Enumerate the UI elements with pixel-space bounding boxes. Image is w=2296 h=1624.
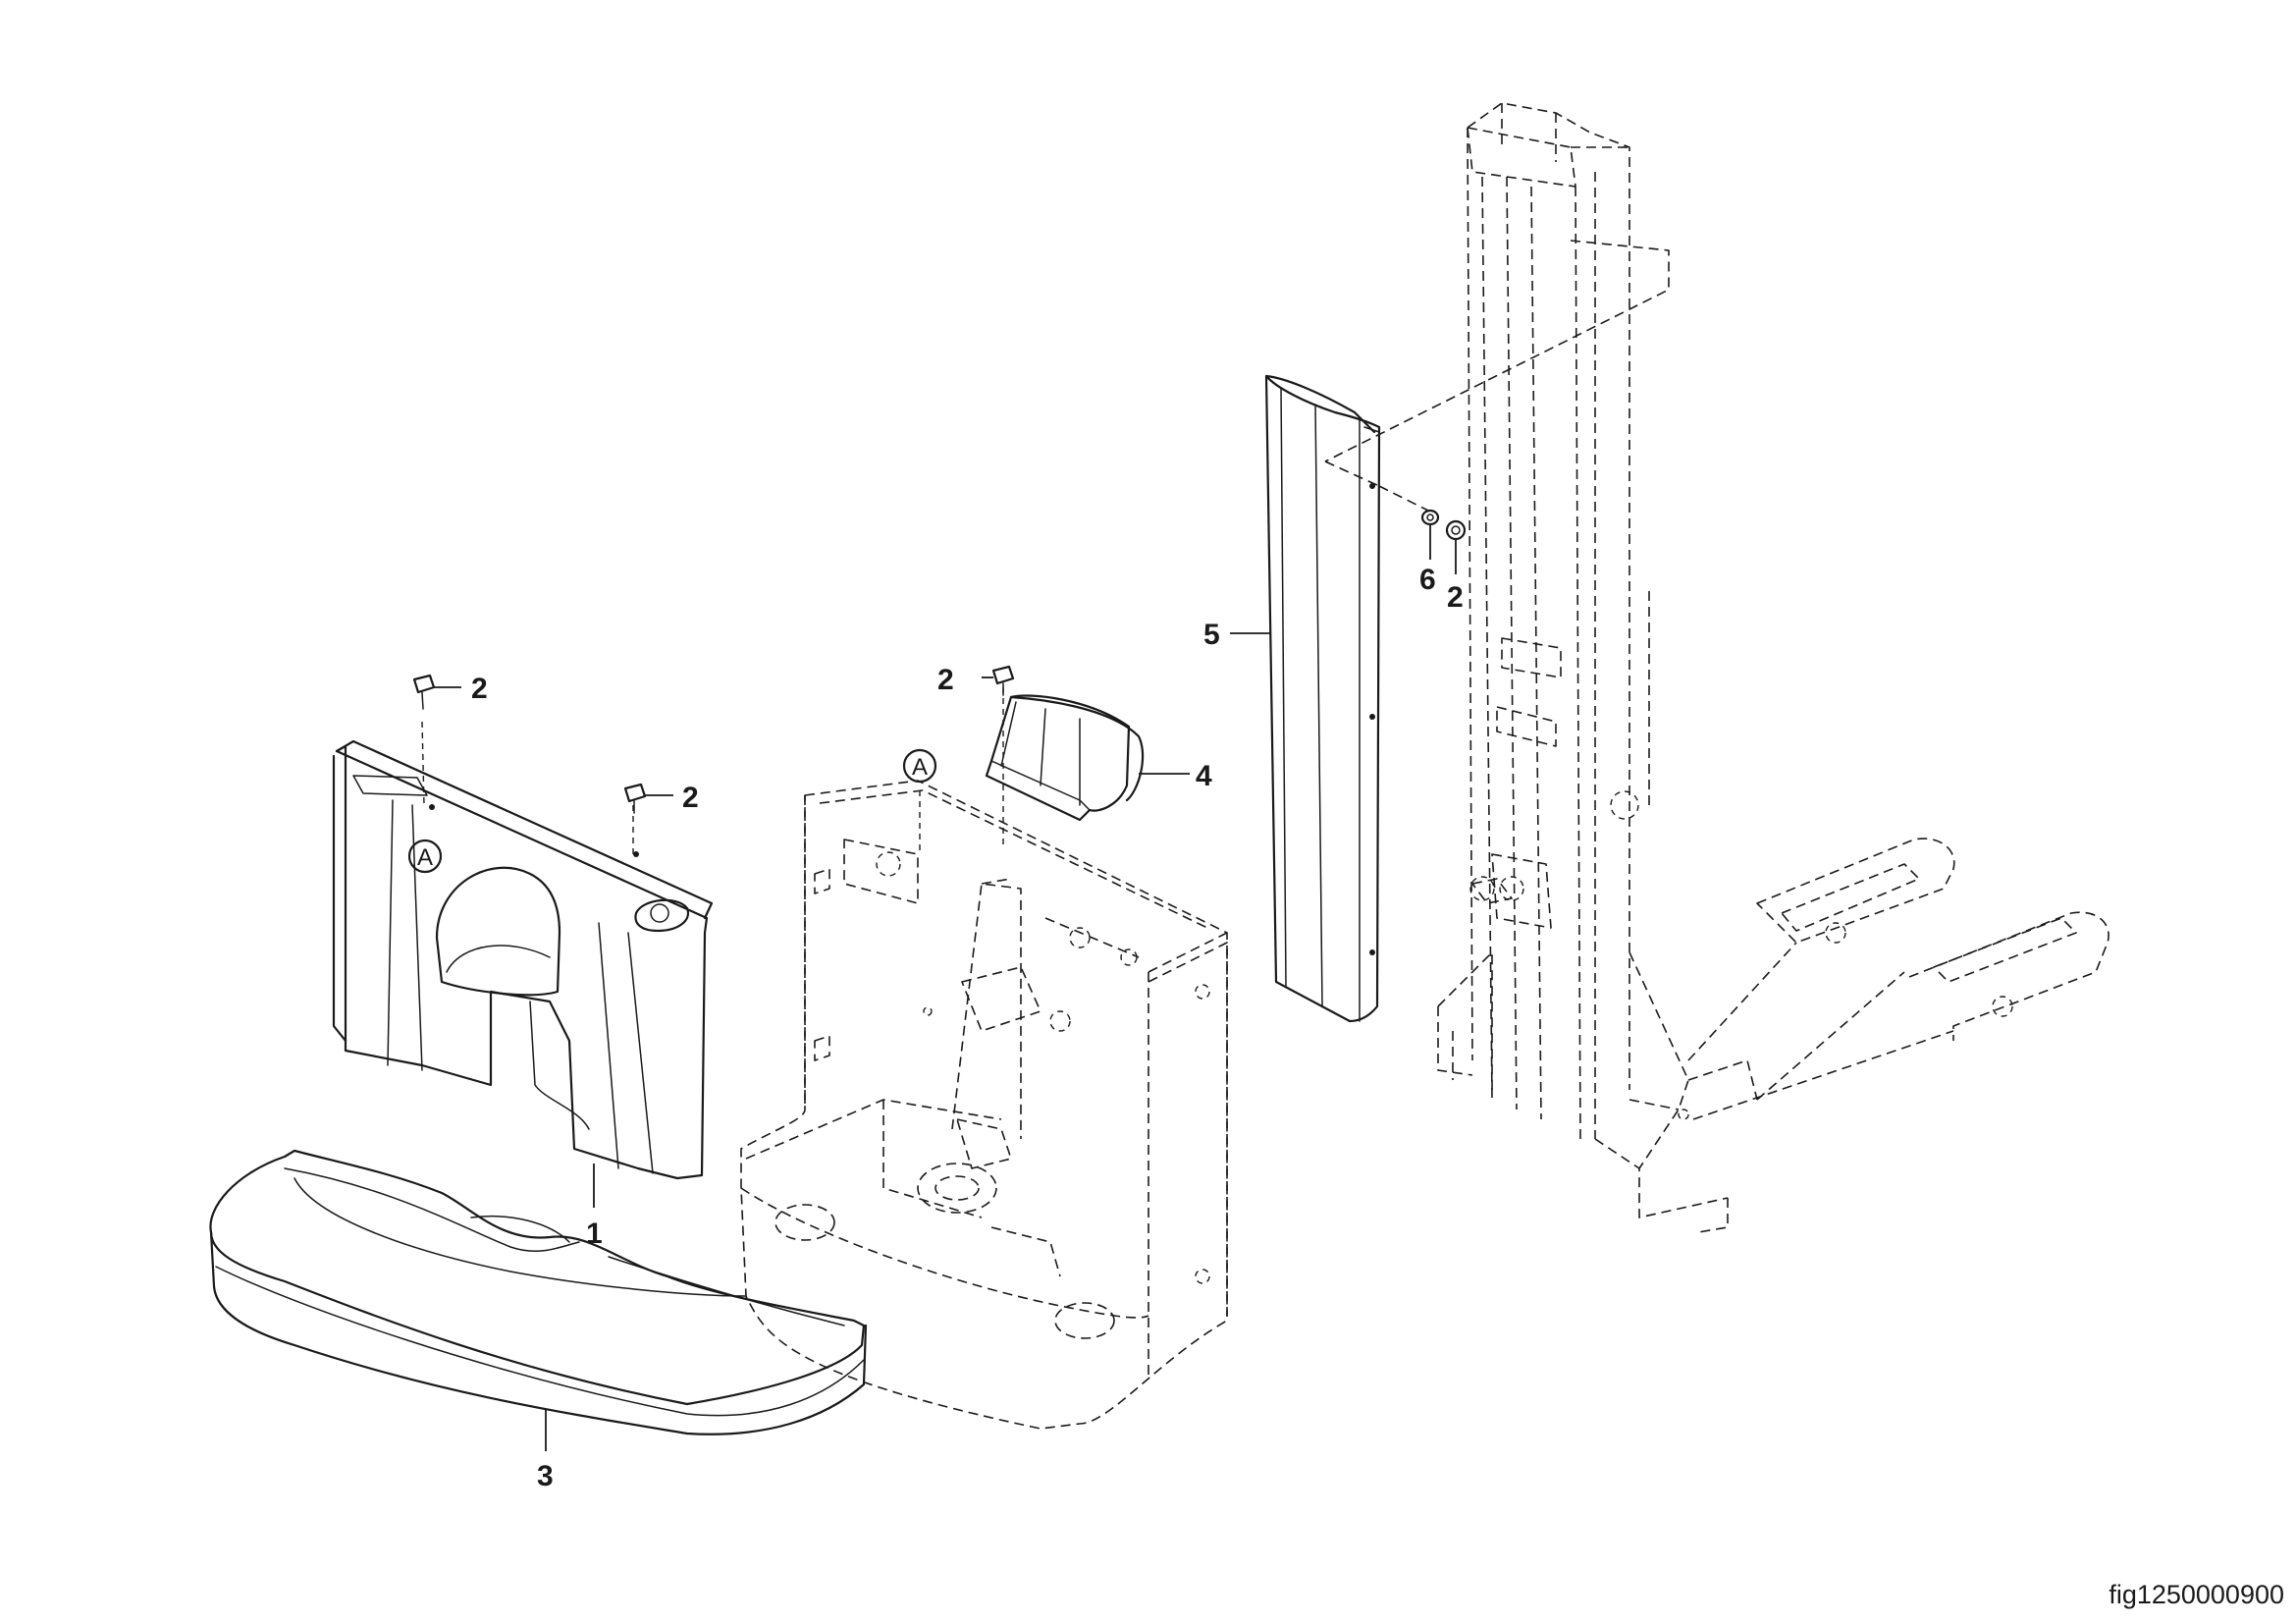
callout-2-right: 2 bbox=[1447, 581, 1464, 614]
part-4-small-cover bbox=[985, 694, 1145, 822]
callout-5: 5 bbox=[1203, 619, 1220, 651]
callout-2-left-a: 2 bbox=[471, 673, 488, 705]
figure-id: fig1250000900 bbox=[2109, 1580, 2284, 1609]
callout-6: 6 bbox=[1419, 564, 1436, 596]
fastener-2-left-b bbox=[623, 783, 647, 814]
washer-6 bbox=[1420, 509, 1440, 526]
reference-mark-a-left: A bbox=[407, 839, 443, 874]
callout-4: 4 bbox=[1196, 760, 1212, 792]
callout-2-center: 2 bbox=[937, 664, 954, 696]
part-3-base-cover bbox=[209, 1149, 868, 1435]
part-5-mast-cover bbox=[1264, 374, 1381, 1023]
svg-text:A: A bbox=[912, 754, 928, 781]
svg-text:A: A bbox=[417, 844, 433, 871]
callout-2-left-b: 2 bbox=[682, 782, 699, 814]
chassis-phantom bbox=[740, 780, 1228, 1430]
fastener-2-left-a bbox=[412, 674, 436, 710]
reference-mark-a-center: A bbox=[902, 748, 937, 784]
assembly-lines bbox=[421, 240, 1670, 859]
callout-3: 3 bbox=[537, 1460, 554, 1492]
part-1-rear-cover bbox=[332, 739, 714, 1180]
fastener-2-right bbox=[1445, 519, 1467, 541]
leader-lines bbox=[434, 525, 1457, 1451]
callout-1: 1 bbox=[586, 1218, 603, 1250]
mast-and-forks-phantom bbox=[1437, 102, 2109, 1233]
fastener-2-center bbox=[991, 665, 1015, 696]
